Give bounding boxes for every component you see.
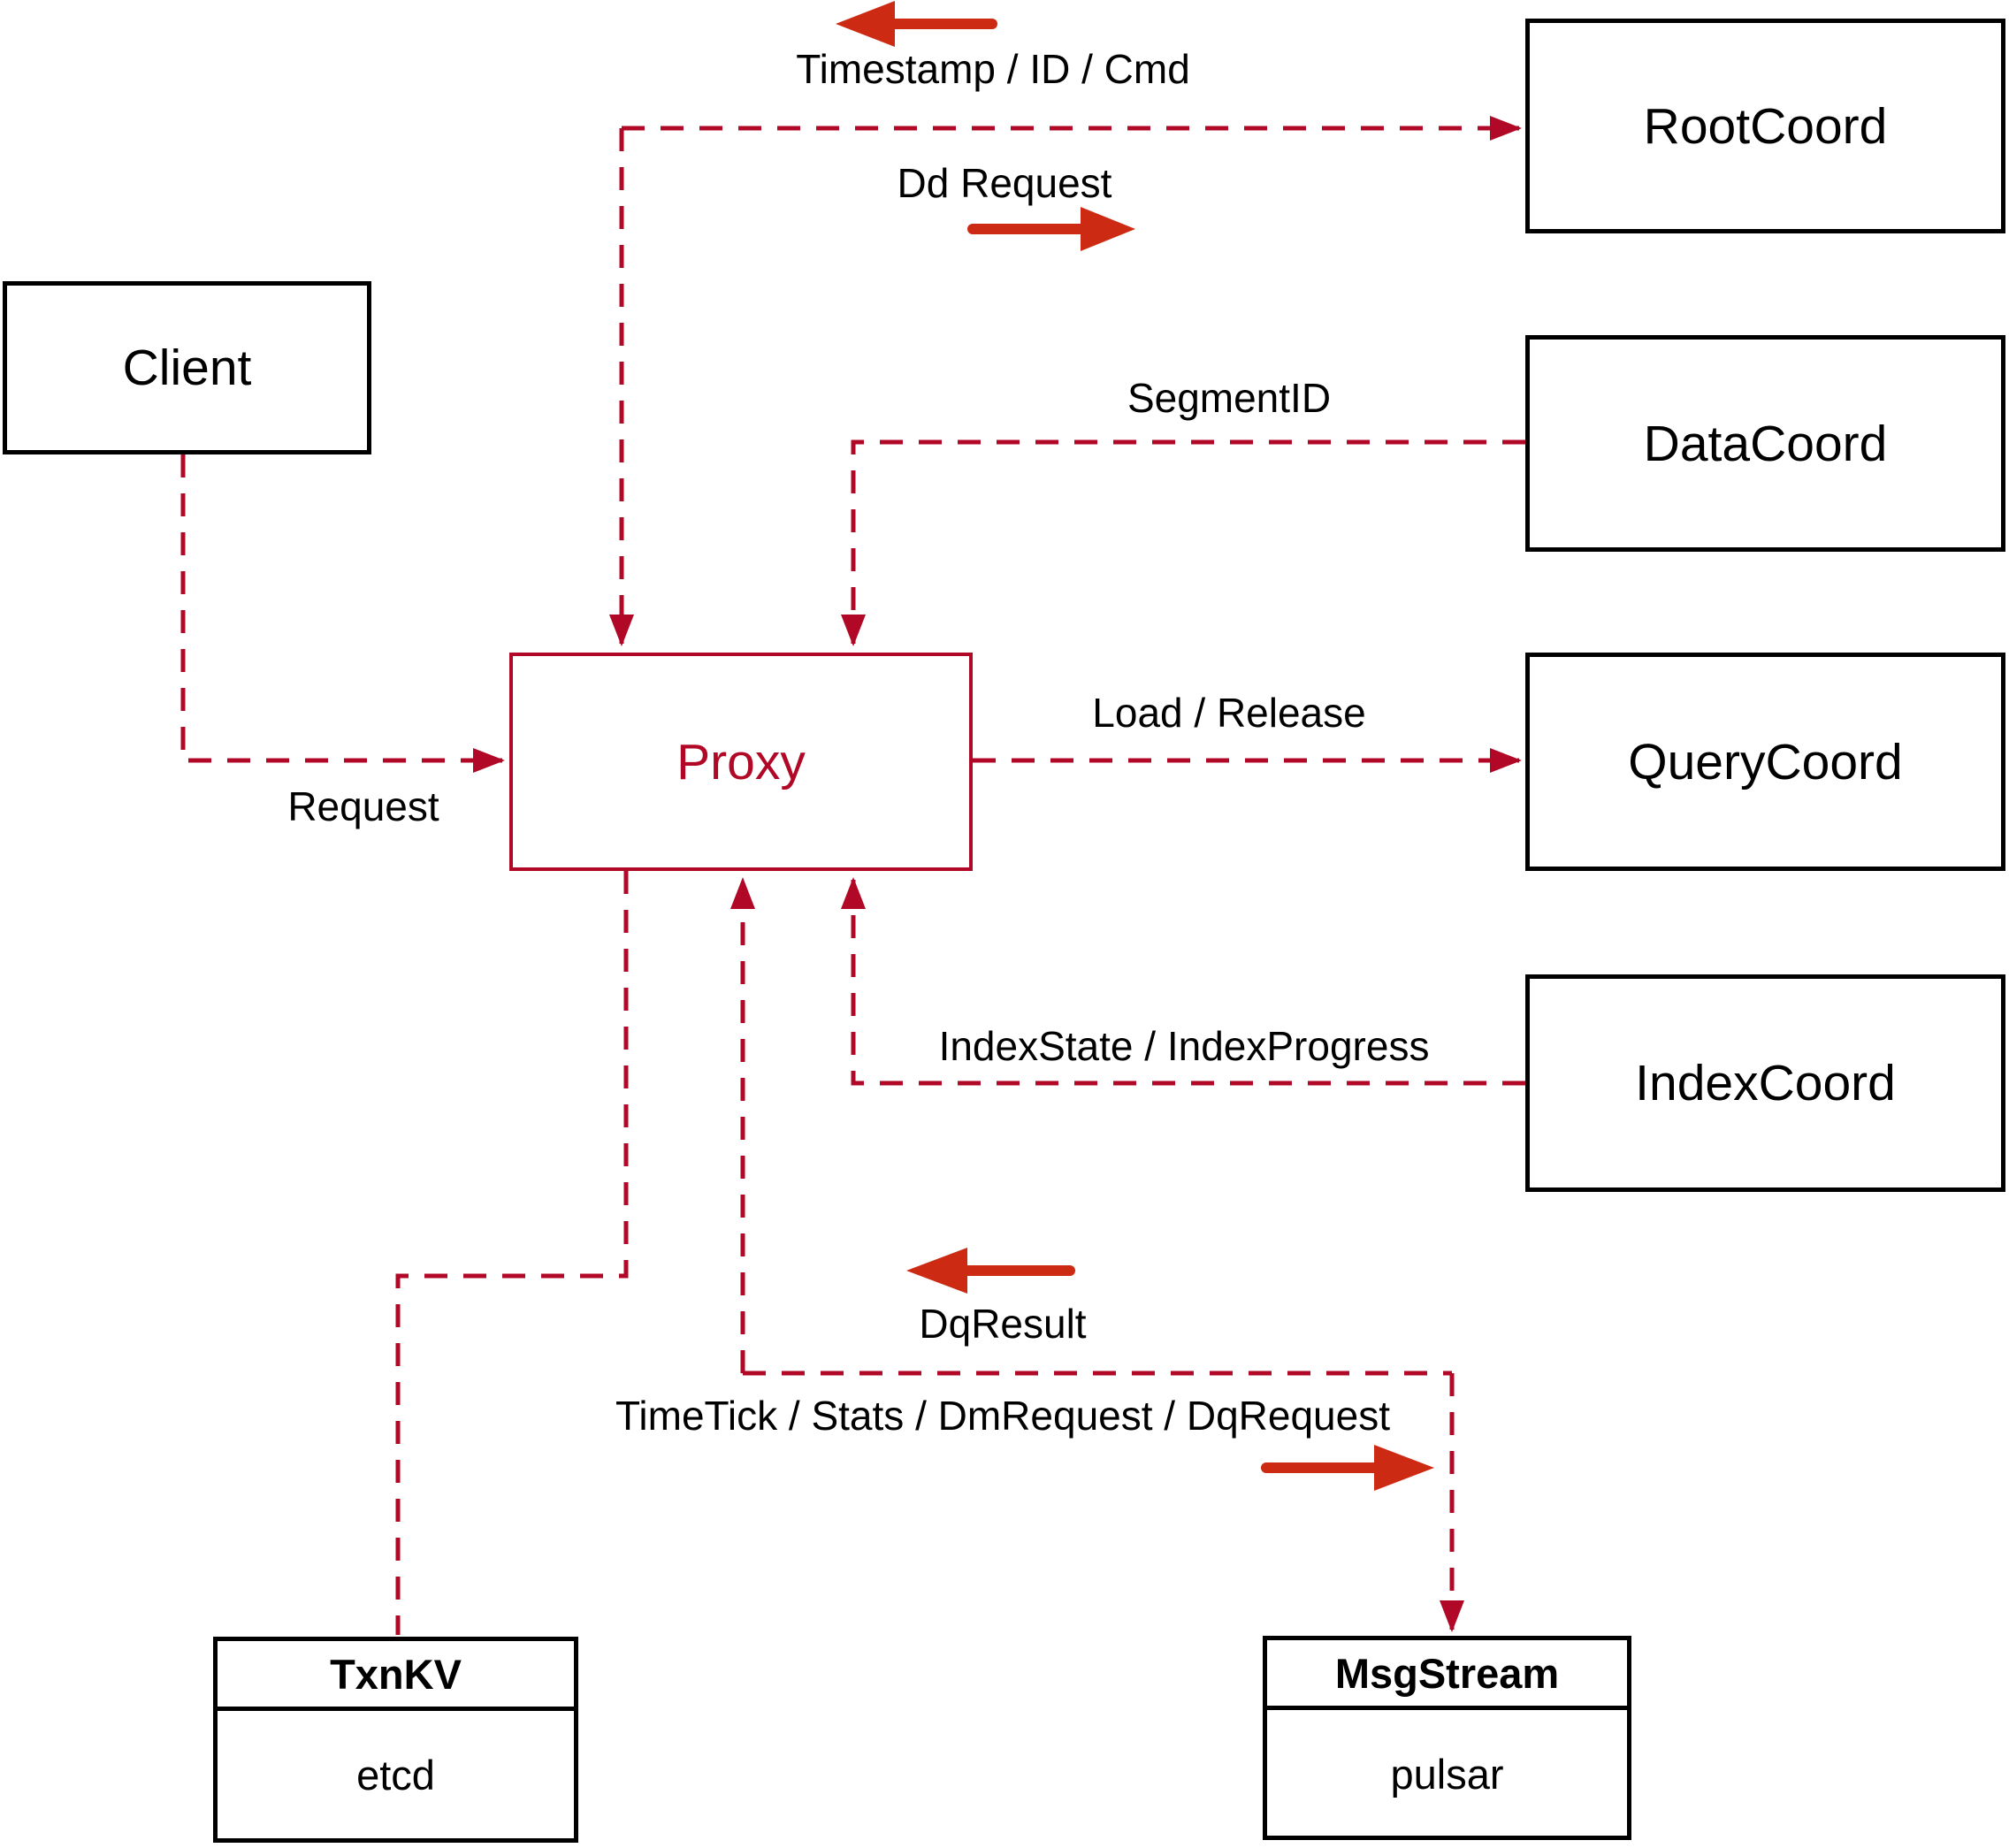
msgstream-subtitle: pulsar <box>1390 1750 1504 1798</box>
datacoord-label: DataCoord <box>1643 415 1888 472</box>
time-tick-direction-arrow-right <box>1261 1445 1434 1491</box>
edge-label-request: Request <box>287 783 439 829</box>
dq-result-direction-arrow-left <box>906 1248 1075 1294</box>
edge-label-segment-id: SegmentID <box>1127 375 1332 421</box>
edge-indexcoord-to-proxy <box>841 877 1525 1086</box>
node-rootcoord: RootCoord <box>1525 19 2005 233</box>
edge-client-to-proxy <box>180 454 505 773</box>
node-proxy: Proxy <box>509 653 973 871</box>
node-datacoord: DataCoord <box>1525 335 2005 552</box>
edge-label-dd-request: Dd Request <box>897 160 1112 206</box>
client-label: Client <box>122 340 252 396</box>
dd-request-direction-arrow-right <box>967 207 1135 251</box>
proxy-label: Proxy <box>676 733 806 790</box>
msgstream-title: MsgStream <box>1267 1640 1627 1710</box>
edge-proxy-to-txnkv <box>395 871 629 1635</box>
querycoord-label: QueryCoord <box>1628 733 1903 790</box>
edge-datacoord-to-proxy <box>841 439 1525 646</box>
timestamp-direction-arrow-left <box>836 1 997 47</box>
txnkv-subtitle: etcd <box>356 1751 435 1798</box>
indexcoord-label: IndexCoord <box>1635 1055 1896 1111</box>
txnkv-title: TxnKV <box>218 1641 574 1711</box>
node-querycoord: QueryCoord <box>1525 653 2005 871</box>
node-indexcoord: IndexCoord <box>1525 974 2005 1192</box>
edge-label-time-tick: TimeTick / Stats / DmRequest / DqRequest <box>615 1393 1390 1439</box>
rootcoord-label: RootCoord <box>1643 97 1888 155</box>
edge-label-load-release: Load / Release <box>1092 690 1366 736</box>
node-client: Client <box>3 281 371 454</box>
edge-label-index-state: IndexState / IndexProgress <box>938 1023 1430 1069</box>
node-msgstream: MsgStream pulsar <box>1263 1636 1631 1840</box>
edge-label-dq-result: DqResult <box>919 1301 1087 1347</box>
edge-label-timestamp: Timestamp / ID / Cmd <box>796 46 1190 92</box>
node-txnkv: TxnKV etcd <box>213 1637 578 1843</box>
